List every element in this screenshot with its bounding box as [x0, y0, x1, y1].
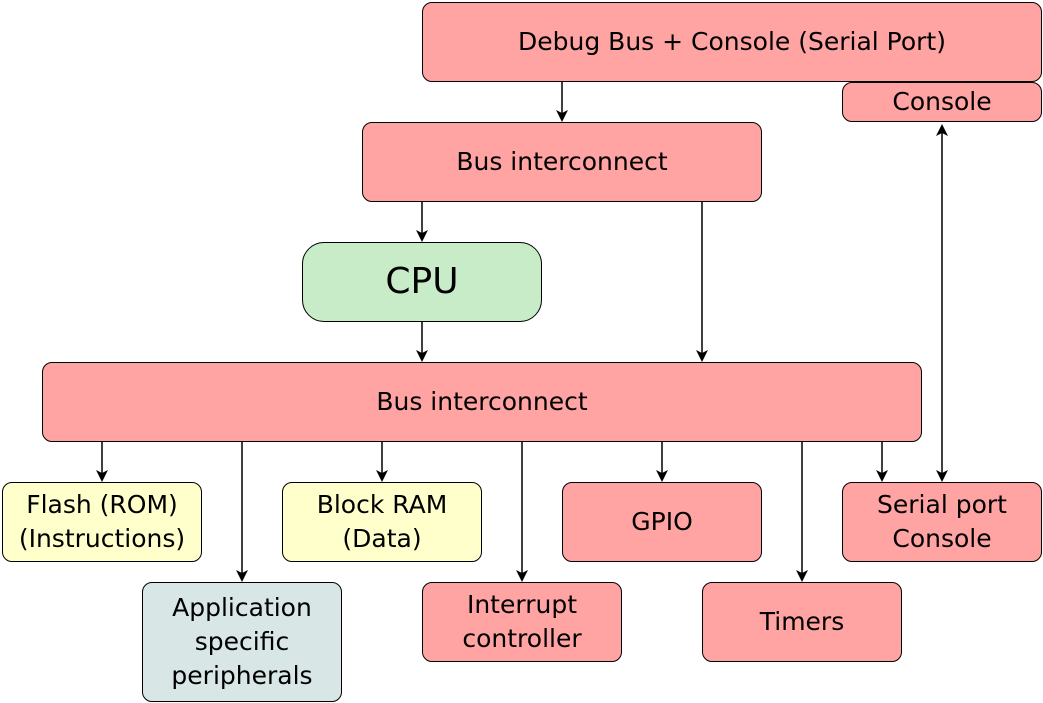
- block-ram-label: Block RAM (Data): [316, 490, 448, 553]
- interrupt-controller-box: Interrupt controller: [422, 582, 622, 662]
- block-ram-box: Block RAM (Data): [282, 482, 482, 562]
- debug-bus-box: Debug Bus + Console (Serial Port): [422, 2, 1042, 82]
- timers-box: Timers: [702, 582, 902, 662]
- gpio-box: GPIO: [562, 482, 762, 562]
- console-label: Console: [892, 87, 992, 116]
- application-peripherals-box: Application specific peripherals: [142, 582, 342, 702]
- flash-rom-label: Flash (ROM) (Instructions): [18, 490, 186, 553]
- bus-interconnect-main-label: Bus interconnect: [376, 387, 588, 416]
- bus-interconnect-top-box: Bus interconnect: [362, 122, 762, 202]
- interrupt-controller-label: Interrupt controller: [462, 590, 582, 653]
- bus-interconnect-main-box: Bus interconnect: [42, 362, 922, 442]
- cpu-label: CPU: [385, 261, 459, 302]
- flash-rom-box: Flash (ROM) (Instructions): [2, 482, 202, 562]
- gpio-label: GPIO: [631, 507, 693, 536]
- debug-bus-label: Debug Bus + Console (Serial Port): [518, 27, 946, 56]
- cpu-box: CPU: [302, 242, 542, 322]
- serial-port-console-label: Serial port Console: [877, 490, 1007, 553]
- application-peripherals-label: Application specific peripherals: [171, 593, 313, 690]
- serial-port-console-box: Serial port Console: [842, 482, 1042, 562]
- timers-label: Timers: [759, 607, 845, 636]
- console-box: Console: [842, 82, 1042, 122]
- bus-interconnect-top-label: Bus interconnect: [456, 147, 668, 176]
